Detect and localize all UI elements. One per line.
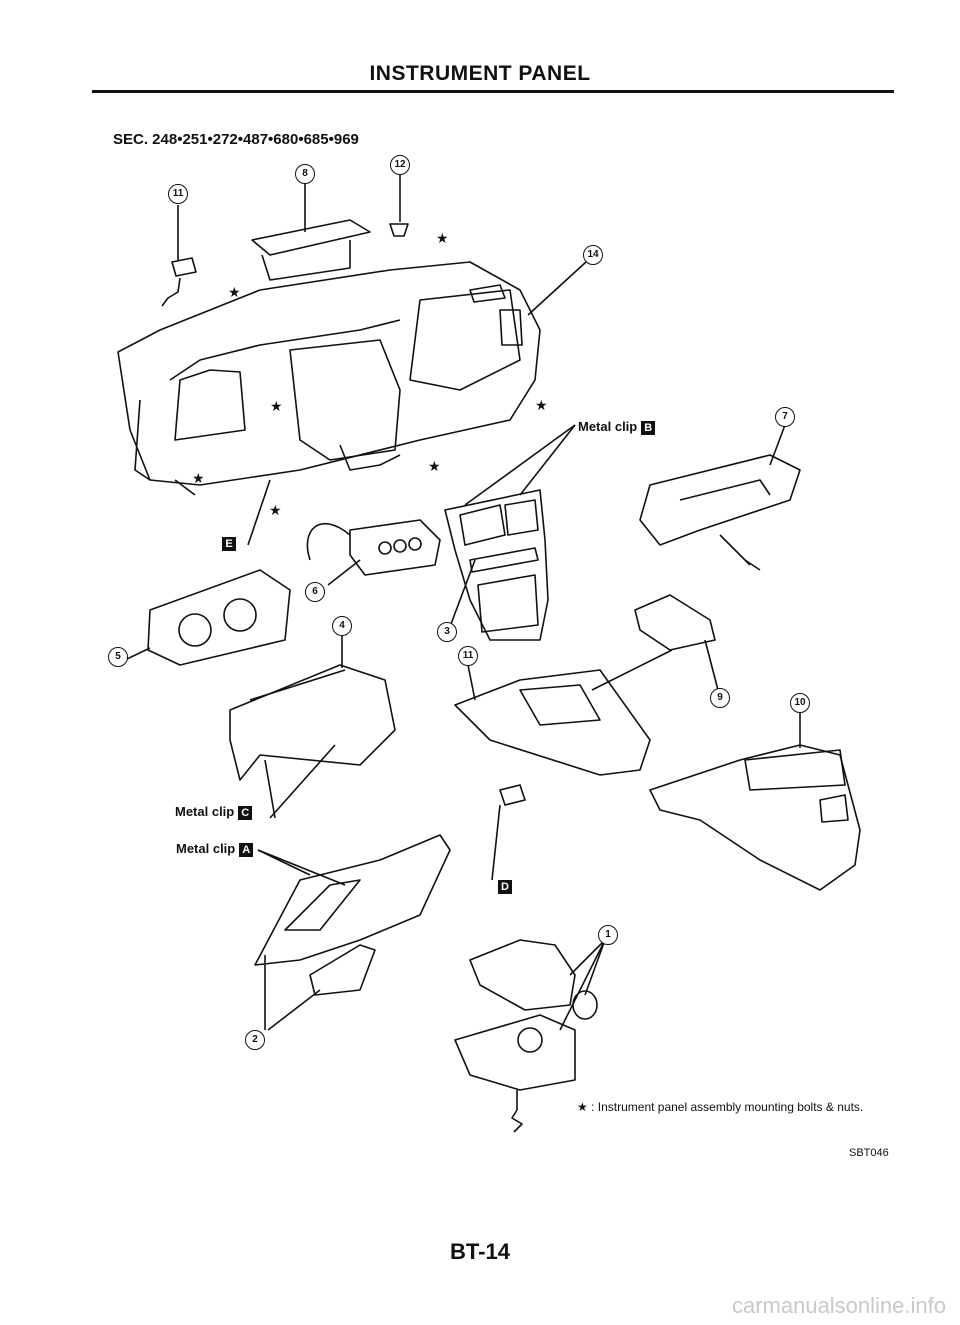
star-marker: ★ (436, 230, 449, 246)
section-numbers: SEC. 248•251•272•487•680•685•969 (113, 131, 359, 148)
shift-cover-part-9 (634, 594, 719, 691)
cluster-lid-part-4 (229, 632, 396, 819)
watermark: carmanualsonline.info (731, 1293, 946, 1318)
callout-12-left: 11 (168, 184, 188, 204)
sensor-part-12-left (161, 205, 197, 307)
callout-6: 6 (305, 582, 325, 602)
callout-14: 14 (583, 245, 603, 265)
callout-1: 1 (598, 925, 618, 945)
callout-2: 2 (245, 1030, 265, 1050)
column-cover-part-1 (454, 939, 606, 1133)
star-marker: ★ (535, 397, 548, 413)
meter-cluster-part-5 (124, 569, 291, 666)
dashboard-assembly (117, 261, 541, 486)
heater-control-part-6 (306, 519, 441, 586)
page-title: INSTRUMENT PANEL (369, 62, 591, 85)
callout-5: 5 (108, 647, 128, 667)
star-marker: ★ (192, 470, 205, 486)
title-rule (92, 90, 894, 93)
glove-box-part-7 (639, 424, 801, 571)
box-e-label: E (218, 535, 236, 551)
callout-3: 3 (437, 622, 457, 642)
console-part-11 (454, 649, 673, 881)
callout-7: 7 (775, 407, 795, 427)
center-bezel-part-3 (444, 424, 576, 641)
box-d-label: D (494, 878, 512, 894)
callout-9: 9 (710, 688, 730, 708)
armrest-part-10 (649, 710, 861, 891)
star-marker: ★ (428, 458, 441, 474)
top-pad-part-8 (251, 175, 371, 281)
callout-10: 10 (790, 693, 810, 713)
callout-4: 4 (332, 616, 352, 636)
star-marker: ★ (270, 398, 283, 414)
callout-11: 11 (458, 646, 478, 666)
star-marker: ★ (228, 284, 241, 300)
lower-panel-part-2 (254, 834, 451, 1031)
legend-note: ★ : Instrument panel assembly mounting b… (577, 1100, 864, 1114)
callout-12-right: 12 (390, 155, 410, 175)
star-marker: ★ (269, 502, 282, 518)
callout-8: 8 (295, 164, 315, 184)
page-number: BT-14 (450, 1239, 510, 1264)
figure-code: SBT046 (849, 1147, 889, 1159)
clip-part-12-right (389, 172, 409, 237)
